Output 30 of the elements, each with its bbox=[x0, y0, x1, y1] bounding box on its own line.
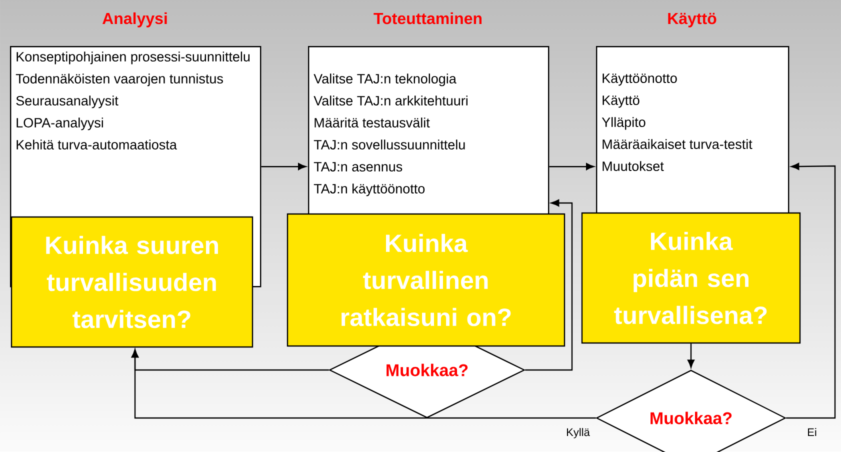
arrow bbox=[687, 344, 695, 368]
question-box: Kuinka turvallinen ratkaisuni on? bbox=[286, 213, 566, 347]
list-item: Muutokset bbox=[602, 161, 664, 171]
arrow bbox=[132, 349, 329, 371]
edge-label: Ei bbox=[808, 428, 816, 436]
list-item: Käyttö bbox=[602, 96, 640, 108]
list-item: Todennäköisten vaarojen tunnistus bbox=[16, 74, 223, 86]
list-item: Kehitä turva-automaatiosta bbox=[16, 140, 177, 150]
list-item: Seurausanalyysit bbox=[16, 96, 118, 108]
phase-heading: Toteuttaminen bbox=[374, 12, 482, 24]
list-item: Määritä testausvälit bbox=[314, 118, 430, 128]
list-item: Määräaikaiset turva-testit bbox=[602, 139, 752, 149]
question-box: Kuinka pidän sen turvallisena? bbox=[581, 212, 801, 344]
list-item: TAJ:n sovellussuunnittelu bbox=[314, 140, 465, 150]
question-box: Kuinka suuren turvallisuuden tarvitsen? bbox=[10, 216, 254, 348]
edge-label: Kyllä bbox=[567, 428, 590, 438]
list-item: Käyttöönotto bbox=[602, 74, 677, 86]
phase-heading: Analyysi bbox=[102, 12, 167, 28]
list-item: Valitse TAJ:n arkkitehtuuri bbox=[314, 96, 468, 106]
arrow bbox=[549, 163, 594, 170]
list-item: Konseptipohjainen prosessi-suunnittelu bbox=[16, 52, 250, 64]
arrow bbox=[261, 163, 306, 170]
list-item: TAJ:n asennus bbox=[314, 162, 402, 172]
arrow bbox=[786, 162, 836, 419]
list-item: TAJ:n käyttöönotto bbox=[314, 184, 425, 196]
list-item: Valitse TAJ:n teknologia bbox=[314, 74, 456, 86]
list-item: Ylläpito bbox=[602, 117, 646, 130]
list-item: LOPA-analyysi bbox=[16, 118, 103, 130]
arrow bbox=[525, 199, 573, 371]
phase-heading: Käyttö bbox=[668, 12, 716, 28]
